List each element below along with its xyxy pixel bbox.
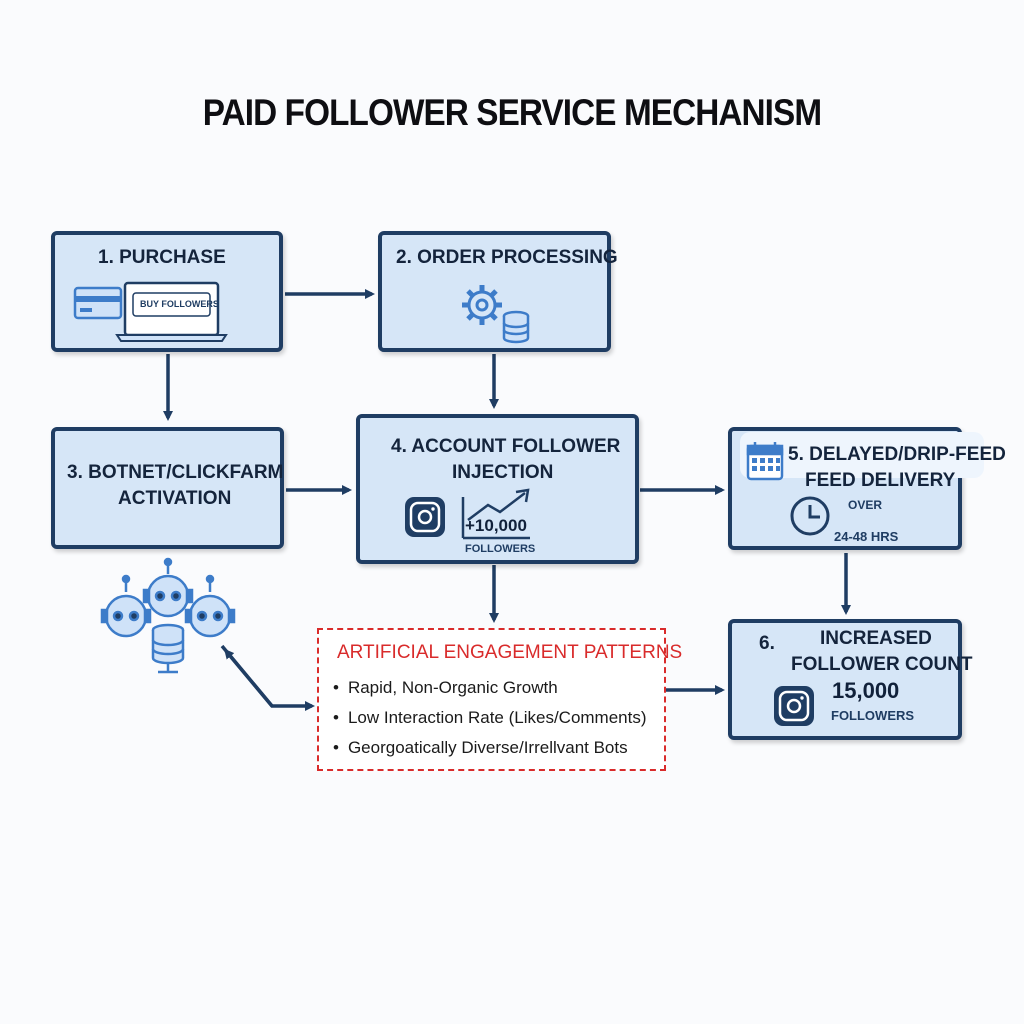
step-6-number: 6. xyxy=(759,633,775,654)
database-icon xyxy=(151,623,185,674)
credit-card-icon xyxy=(73,286,123,320)
step-3-label-line2: ACTIVATION xyxy=(118,488,232,509)
step-5-label-line2: FEED DELIVERY xyxy=(805,470,956,491)
step-3-botnet-box xyxy=(51,427,284,549)
step-4-unit: FOLLOWERS xyxy=(465,543,536,555)
instagram-icon xyxy=(774,686,814,726)
step-4-label-line1: 4. ACCOUNT FOLLOWER xyxy=(391,436,621,457)
step-1-label: 1. PURCHASE xyxy=(98,247,226,268)
step-6-label-line1: INCREASED xyxy=(820,628,932,649)
step-6-label-line2: FOLLOWER COUNT xyxy=(791,654,973,675)
step-4-value: +10,000 xyxy=(465,516,527,535)
trend-arrow-icon xyxy=(461,488,530,540)
gear-icon xyxy=(462,285,502,325)
step-4-label-line2: INJECTION xyxy=(452,462,554,483)
step-3-label-line1: 3. BOTNET/CLICKFARM xyxy=(67,462,284,483)
pattern-item: Georgoatically Diverse/Irrellvant Bots xyxy=(333,738,628,758)
step-2-label: 2. ORDER PROCESSING xyxy=(396,247,618,268)
robot-icon xyxy=(184,574,236,638)
pattern-item: Low Interaction Rate (Likes/Comments) xyxy=(333,708,647,728)
instagram-icon xyxy=(405,497,445,537)
diagram-title: PAID FOLLOWER SERVICE MECHANISM xyxy=(202,92,822,133)
step-6-unit: FOLLOWERS xyxy=(831,708,915,723)
laptop-icon xyxy=(115,281,228,342)
step-5-label-line1: 5. DELAYED/DRIP-FEED xyxy=(788,444,1006,465)
clock-icon xyxy=(790,496,830,536)
calendar-icon xyxy=(746,442,784,481)
step-5-duration: 24-48 HRS xyxy=(834,529,899,544)
step-5-over: OVER xyxy=(848,498,883,512)
step-6-count-box xyxy=(728,619,962,740)
robot-icon xyxy=(100,574,152,638)
engagement-patterns-title: ARTIFICIAL ENGAGEMENT PATTERNS xyxy=(337,642,683,663)
step-6-value: 15,000 xyxy=(832,678,900,703)
robot-icon xyxy=(142,557,194,618)
engagement-patterns-box: ARTIFICIAL ENGAGEMENT PATTERNS Rapid, No… xyxy=(317,628,682,771)
pattern-item: Rapid, Non-Organic Growth xyxy=(333,678,558,698)
database-icon xyxy=(502,310,530,344)
laptop-screen-text: BUY FOLLOWERS xyxy=(140,299,219,309)
